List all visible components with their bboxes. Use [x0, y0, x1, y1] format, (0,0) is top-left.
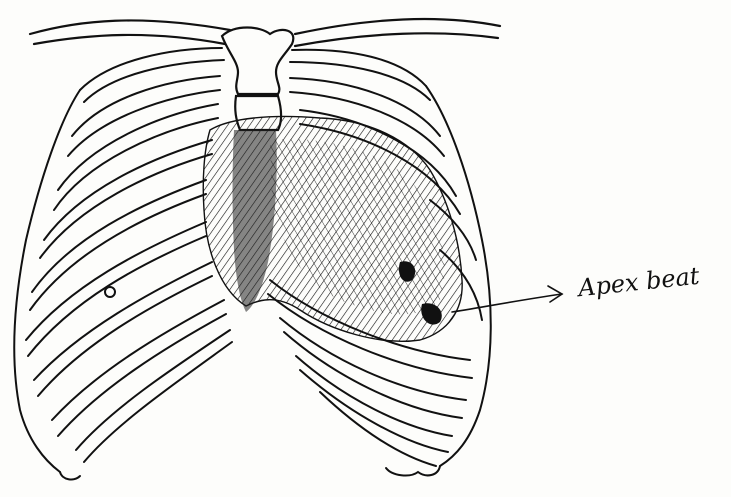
ribs-right-side: [14, 48, 232, 479]
cardiac-dullness-area: [203, 117, 462, 342]
clavicles: [30, 19, 500, 46]
sternum: [222, 28, 293, 131]
apex-arrow: [452, 286, 562, 312]
